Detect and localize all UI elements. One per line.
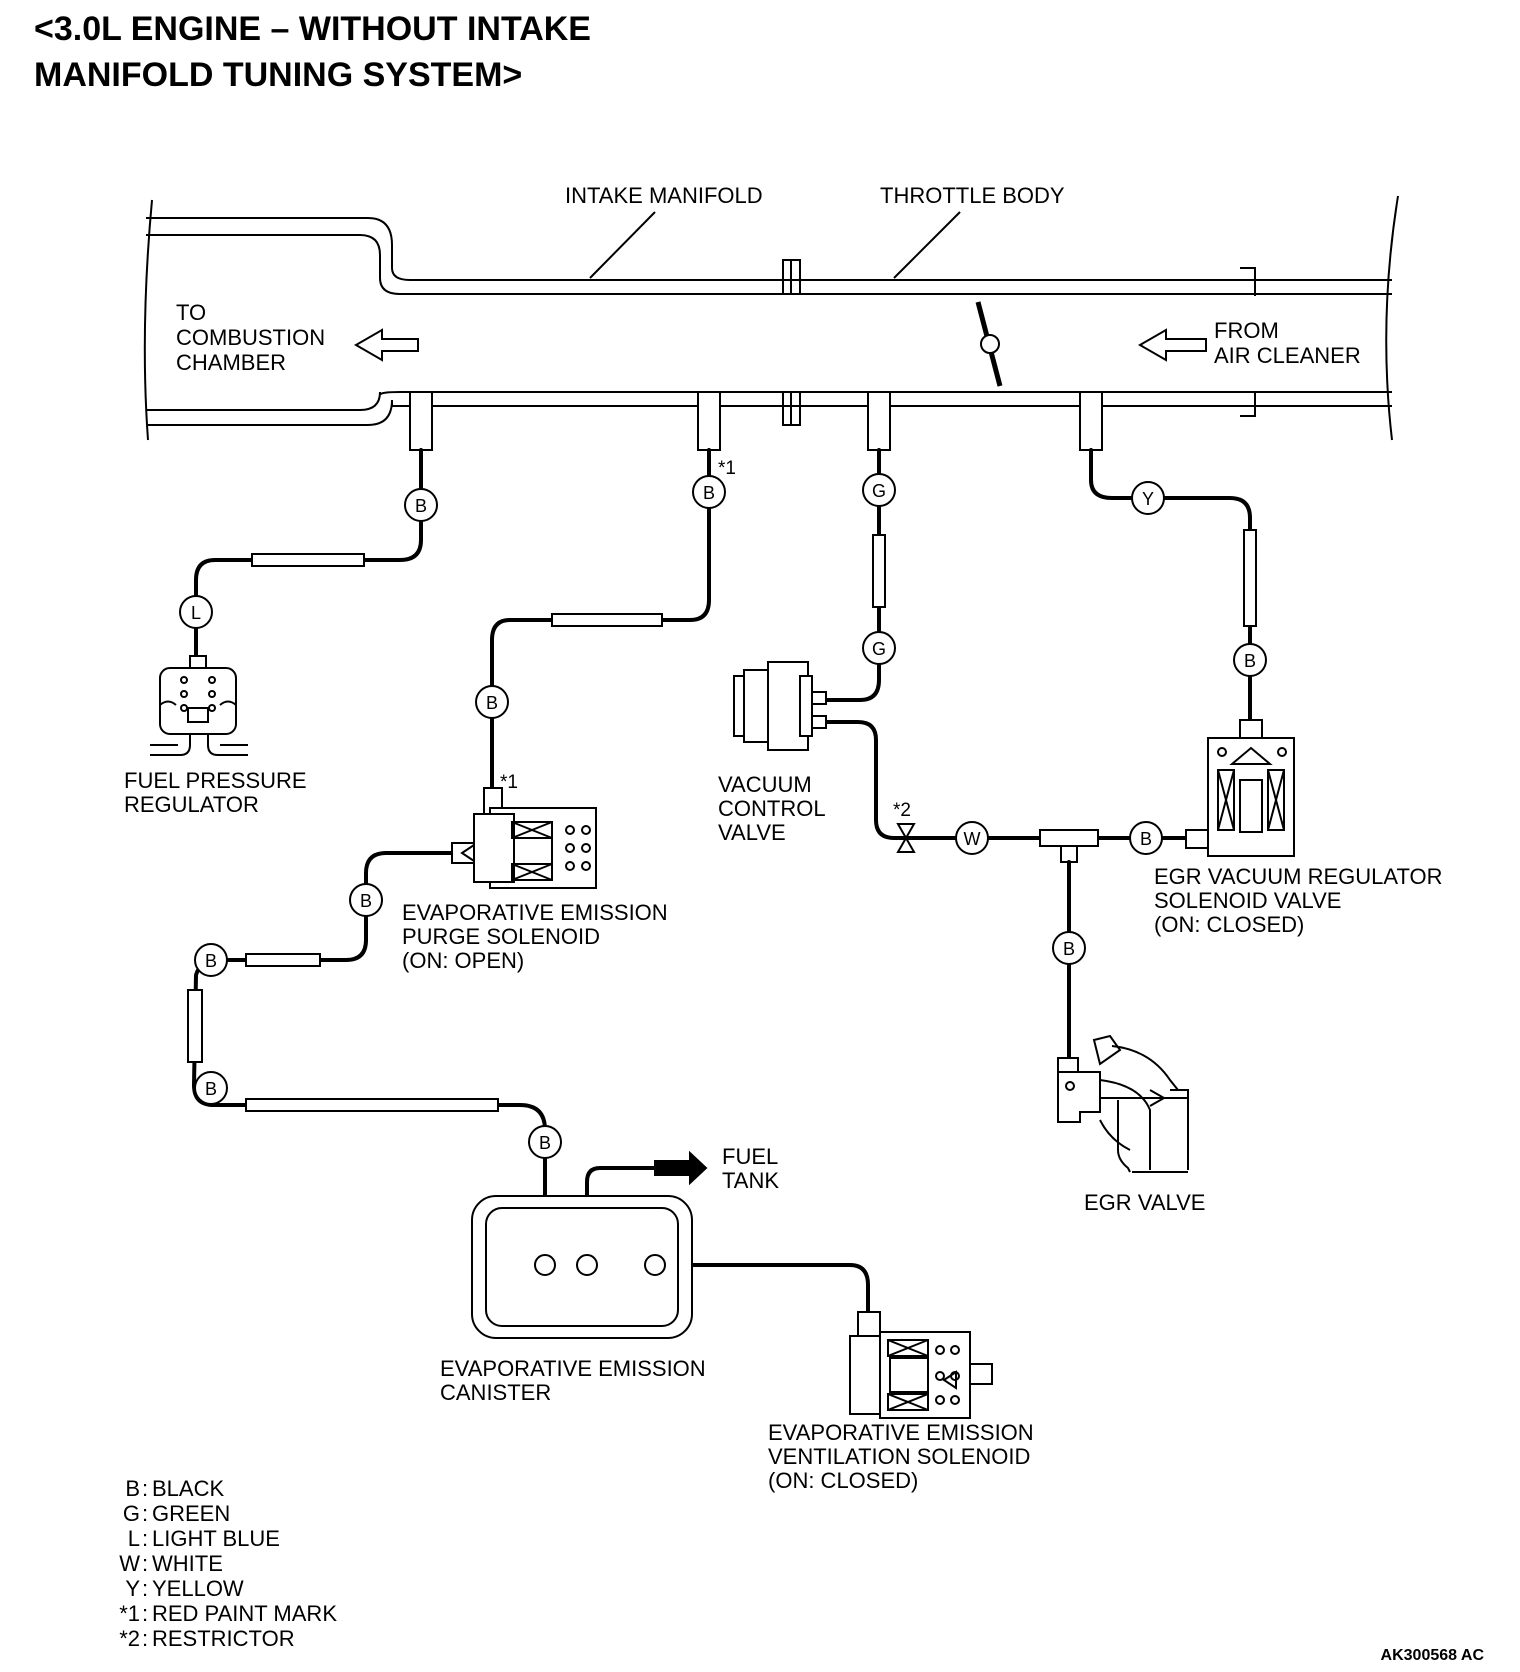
- marker-purge-out: B: [360, 891, 372, 911]
- legend-text-w: WHITE: [152, 1551, 223, 1576]
- from-air-label-1: FROM: [1214, 318, 1279, 343]
- to-combustion-label-2: COMBUSTION: [176, 325, 325, 350]
- to-combustion-label-3: CHAMBER: [176, 350, 286, 375]
- ventilation-solenoid: [849, 1311, 993, 1419]
- intake-manifold-label: INTAKE MANIFOLD: [565, 183, 763, 208]
- legend-key-y: Y: [125, 1576, 140, 1601]
- color-legend: B : BLACK G : GREEN L : LIGHT BLUE W : W…: [119, 1476, 337, 1651]
- marker-vcv-top: G: [872, 481, 886, 501]
- vcv-label-3: VALVE: [718, 820, 786, 845]
- fpr-label-2: REGULATOR: [124, 792, 259, 817]
- fpr-label-1: FUEL PRESSURE: [124, 768, 307, 793]
- vcv-lower-hose: [818, 720, 1062, 840]
- red-paint-mark-top: *1: [718, 458, 736, 479]
- legend-key-2: *2: [119, 1626, 140, 1651]
- egr-valve: [1057, 1034, 1189, 1173]
- marker-fpr-top: B: [415, 496, 427, 516]
- purge-solenoid: [451, 787, 597, 889]
- vcv-label-2: CONTROL: [718, 796, 826, 821]
- legend-sep-w: :: [142, 1551, 148, 1576]
- hose-color-markers: B L B B B B B B G G W B B Y B: [179, 473, 1267, 1159]
- vent-hose: [653, 1263, 870, 1320]
- legend-key-b: B: [125, 1476, 140, 1501]
- legend-key-1: *1: [119, 1601, 140, 1626]
- fuel-tank-label-2: TANK: [722, 1168, 779, 1193]
- canister-label-1: EVAPORATIVE EMISSION: [440, 1356, 706, 1381]
- vent-label-3: (ON: CLOSED): [768, 1468, 918, 1493]
- marker-egr-down: B: [1063, 939, 1075, 959]
- legend-sep-l: :: [142, 1526, 148, 1551]
- marker-egr-mid: B: [1244, 651, 1256, 671]
- egr-solenoid-label-3: (ON: CLOSED): [1154, 912, 1304, 937]
- marker-left-upper: B: [205, 951, 217, 971]
- legend-text-1: RED PAINT MARK: [152, 1601, 337, 1626]
- purge-label-2: PURGE SOLENOID: [402, 924, 600, 949]
- vacuum-control-valve: [733, 661, 827, 751]
- evap-canister: [471, 1195, 693, 1339]
- legend-text-b: BLACK: [152, 1476, 224, 1501]
- marker-white: W: [964, 829, 981, 849]
- vent-label-1: EVAPORATIVE EMISSION: [768, 1420, 1034, 1445]
- marker-purge-mid: B: [486, 693, 498, 713]
- egr-valve-label: EGR VALVE: [1084, 1190, 1205, 1215]
- vent-label-2: VENTILATION SOLENOID: [768, 1444, 1030, 1469]
- egr-solenoid-label-2: SOLENOID VALVE: [1154, 888, 1341, 913]
- red-paint-mark-purge: *1: [500, 772, 518, 793]
- egr-reg-hose: [1089, 448, 1252, 722]
- egr-regulator-solenoid: [1185, 719, 1295, 857]
- from-air-label-2: AIR CLEANER: [1214, 343, 1361, 368]
- canister-label-2: CANISTER: [440, 1380, 551, 1405]
- title-line-2: MANIFOLD TUNING SYSTEM>: [34, 56, 522, 94]
- marker-left-lower: B: [205, 1079, 217, 1099]
- throttle-body-label: THROTTLE BODY: [880, 183, 1065, 208]
- marker-fpr-bottom: L: [191, 603, 201, 623]
- title-line-1: <3.0L ENGINE – WITHOUT INTAKE: [34, 10, 591, 48]
- fuel-tank-hose: [585, 1166, 657, 1257]
- fuel-tank-label-1: FUEL: [722, 1144, 778, 1169]
- marker-egr-top: Y: [1142, 489, 1154, 509]
- marker-canister-in: B: [539, 1133, 551, 1153]
- purge-label-3: (ON: OPEN): [402, 948, 524, 973]
- to-combustion-label-1: TO: [176, 300, 206, 325]
- marker-vcv-bottom: G: [872, 639, 886, 659]
- marker-tee-right: B: [1140, 829, 1152, 849]
- figure-code: AK300568 AC: [1381, 1647, 1485, 1664]
- legend-key-w: W: [119, 1551, 140, 1576]
- legend-sep-2: :: [142, 1626, 148, 1651]
- legend-sep-y: :: [142, 1576, 148, 1601]
- legend-text-2: RESTRICTOR: [152, 1626, 295, 1651]
- legend-sep-g: :: [142, 1501, 148, 1526]
- restrictor-mark: *2: [893, 800, 911, 821]
- legend-text-g: GREEN: [152, 1501, 230, 1526]
- legend-text-l: LIGHT BLUE: [152, 1526, 280, 1551]
- legend-text-y: YELLOW: [152, 1576, 244, 1601]
- legend-key-l: L: [128, 1526, 140, 1551]
- legend-sep-1: :: [142, 1601, 148, 1626]
- vcv-label-1: VACUUM: [718, 772, 812, 797]
- purge-label-1: EVAPORATIVE EMISSION: [402, 900, 668, 925]
- legend-key-g: G: [123, 1501, 140, 1526]
- intake-manifold: [143, 195, 1399, 451]
- legend-sep-b: :: [142, 1476, 148, 1501]
- vcv-hose: [818, 448, 881, 702]
- fuel-pressure-regulator: [150, 655, 248, 756]
- marker-purge-top: B: [703, 483, 715, 503]
- egr-solenoid-label-1: EGR VACUUM REGULATOR: [1154, 864, 1442, 889]
